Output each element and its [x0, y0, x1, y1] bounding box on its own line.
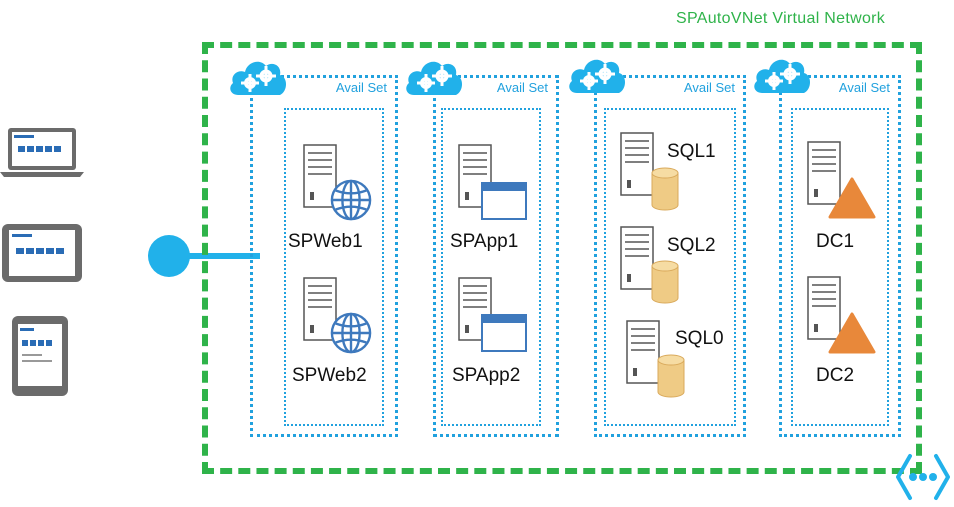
vm-label-sql2: SQL2	[667, 235, 716, 256]
vm-label-spweb2: SPWeb2	[292, 365, 367, 386]
avail-set-label: Avail Set	[496, 80, 548, 95]
globe-icon	[330, 179, 372, 221]
vm-label-dc2: DC2	[816, 365, 855, 386]
avail-set-sql: Avail Set	[594, 75, 746, 437]
tablet-portrait-icon	[12, 316, 68, 396]
avail-set-dc: Avail Set	[779, 75, 901, 437]
tablet-landscape-icon	[2, 224, 82, 282]
vm-label-dc1: DC1	[816, 231, 855, 252]
avail-set-label: Avail Set	[335, 80, 387, 95]
vm-label-sql0: SQL0	[675, 328, 724, 349]
server-icon	[626, 320, 660, 384]
vm-label-spweb1: SPWeb1	[288, 231, 363, 252]
app-window-icon	[481, 314, 527, 352]
endpoint-dot	[148, 235, 190, 277]
vm-label-spapp1: SPApp1	[450, 231, 519, 252]
database-icon	[650, 167, 680, 211]
domain-controller-icon	[828, 177, 876, 219]
laptop-icon	[0, 128, 84, 177]
connector-line	[172, 253, 260, 259]
avail-set-web: Avail Set	[250, 75, 398, 437]
vm-label-spapp2: SPApp2	[452, 365, 521, 386]
globe-icon	[330, 312, 372, 354]
virtual-network-icon	[896, 454, 950, 500]
avail-set-label: Avail Set	[683, 80, 735, 95]
avail-set-app: Avail Set	[433, 75, 559, 437]
tier-box-sql	[604, 108, 736, 426]
tier-box-web	[284, 108, 384, 426]
avail-set-label: Avail Set	[838, 80, 890, 95]
cloud-service-icon	[404, 55, 464, 99]
database-icon	[656, 354, 686, 398]
app-window-icon	[481, 182, 527, 220]
cloud-service-icon	[567, 53, 627, 97]
server-icon	[620, 226, 654, 290]
vnet-title: SPAutoVNet Virtual Network	[676, 10, 886, 27]
vm-label-sql1: SQL1	[667, 141, 716, 162]
cloud-service-icon	[752, 53, 812, 97]
cloud-service-icon	[228, 55, 288, 99]
server-icon	[620, 132, 654, 196]
domain-controller-icon	[828, 312, 876, 354]
virtual-network-boundary	[202, 42, 922, 474]
tier-box-dc	[791, 108, 889, 426]
database-icon	[650, 260, 680, 304]
tier-box-app	[441, 108, 541, 426]
